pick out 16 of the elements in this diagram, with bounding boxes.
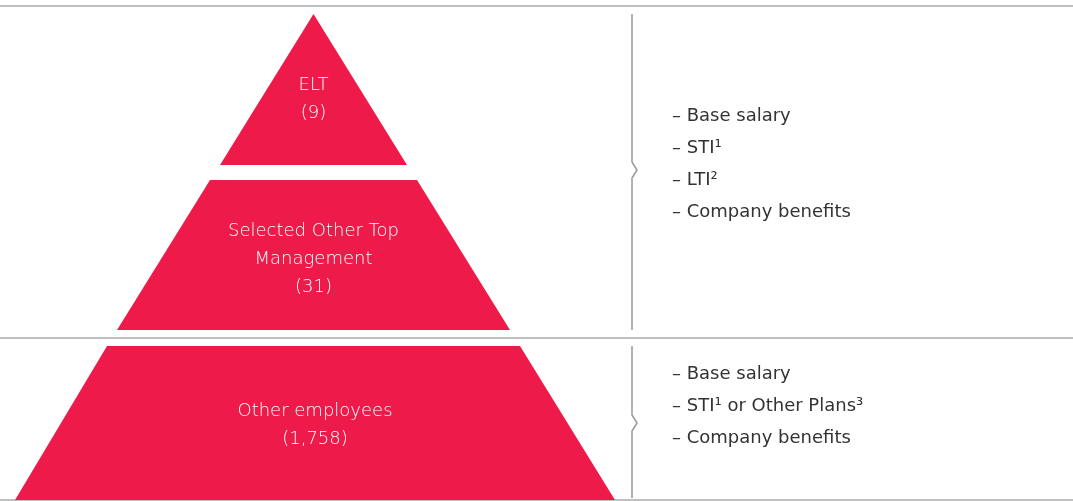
headcount-label: (31) (294, 274, 333, 298)
list-item: – STI¹ or Other Plans³ (672, 393, 864, 417)
pyramid-tier (15, 346, 615, 500)
tier-label: Other employees (236, 398, 394, 422)
tier-label: ELT (297, 72, 330, 96)
headcount-label: (9) (299, 100, 328, 124)
list-item: – LTI² (672, 167, 718, 191)
list-item: – STI¹ (672, 135, 722, 159)
headcount-label: (1,758) (281, 426, 349, 450)
list-item: – Company benefits (672, 199, 851, 223)
pyramid-tier (117, 180, 510, 330)
list-item: – Company benefits (672, 425, 851, 449)
list-item: – Base salary (672, 103, 791, 127)
tier-label: Selected Other Top Management (227, 218, 400, 270)
pyramid-tier (220, 14, 407, 165)
list-item: – Base salary (672, 361, 791, 385)
